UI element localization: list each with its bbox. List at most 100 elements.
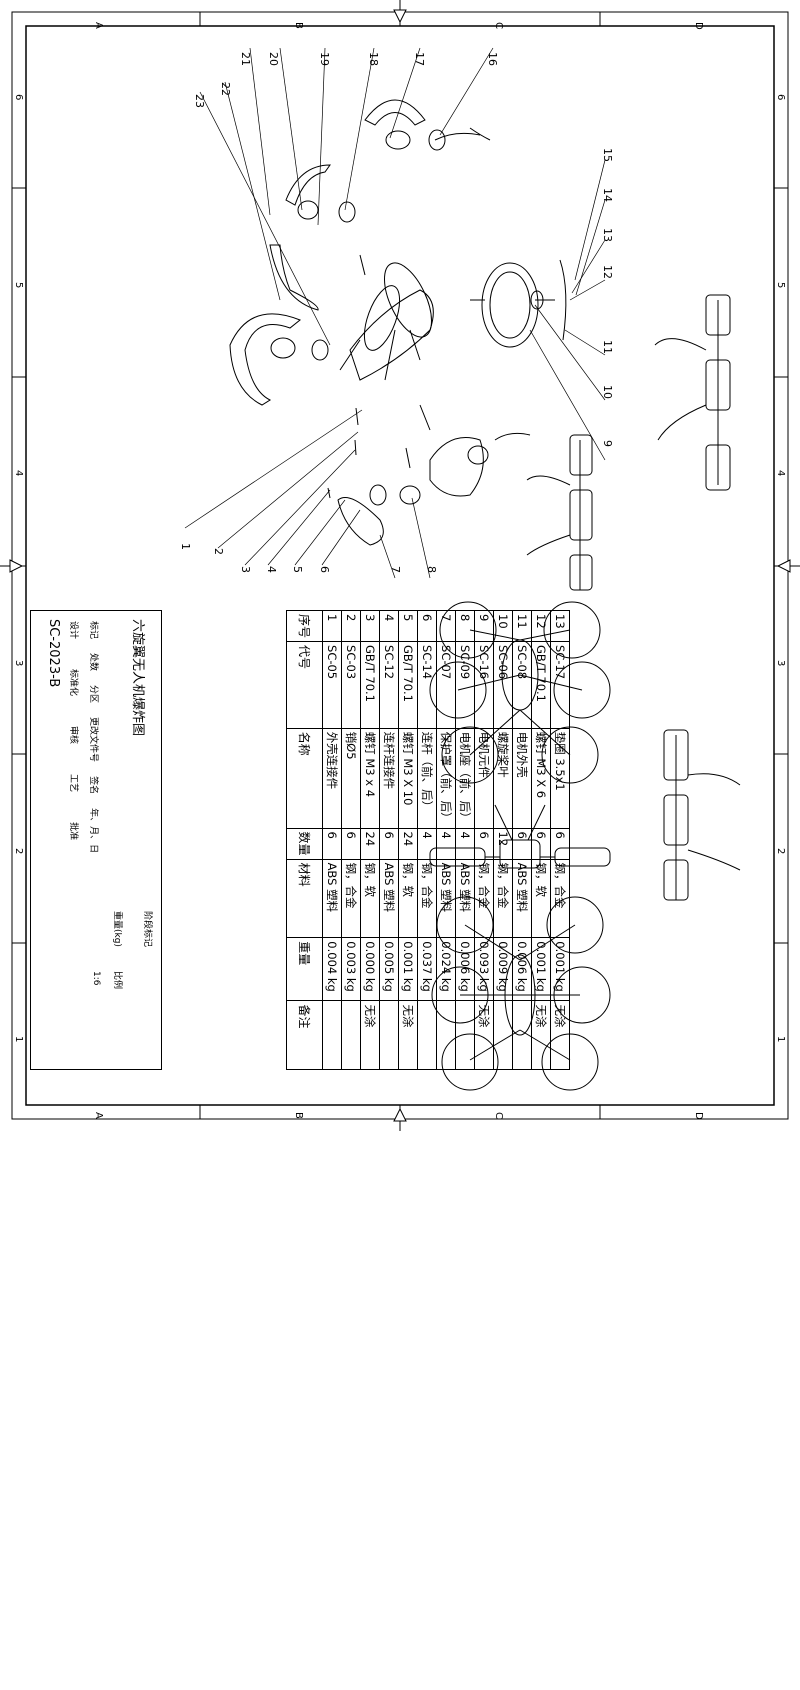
stage-label: 阶段标记 <box>142 911 152 948</box>
cell-code: SC-07 <box>436 641 456 729</box>
drawing-number: SC-2023-B <box>46 619 61 688</box>
callout-19: 19 <box>318 52 331 66</box>
cell-code: SC-17 <box>550 641 570 729</box>
callout-8: 8 <box>425 566 438 573</box>
cell-material: ABS 塑料 <box>379 859 399 938</box>
zone-ticks <box>12 12 788 1119</box>
front-view <box>429 804 611 869</box>
callout-18: 18 <box>367 52 380 66</box>
zone-number-right-5: 5 <box>775 282 786 288</box>
date-label: 年、月、日 <box>88 808 98 854</box>
cell-note <box>493 1000 513 1070</box>
cell-weight: 0.001 kg <box>550 937 570 1001</box>
cell-name: 保护罩（前、后） <box>436 728 456 829</box>
cell-qty: 24 <box>398 828 418 860</box>
header-code: 代号 <box>286 641 323 729</box>
callout-10: 10 <box>601 385 614 399</box>
callout-7: 7 <box>389 566 402 573</box>
cell-name: 电机座（前、后） <box>455 728 475 829</box>
scale-label: 比例 <box>112 971 122 990</box>
cell-code: GB/T 70.1 <box>360 641 380 729</box>
cell-name: 销Ø5 <box>341 728 361 829</box>
cell-name: 连杆连接件 <box>379 728 399 829</box>
cell-index: 8 <box>455 610 475 642</box>
cell-qty: 6 <box>322 828 342 860</box>
cell-material: 钢，合金 <box>550 859 570 938</box>
cell-name: 螺钉 M3 x 4 <box>360 728 380 829</box>
drawing-sheet: A B C D A B C D 6 5 4 3 2 1 6 5 4 3 2 1 <box>0 0 800 1131</box>
cell-name: 电机元件 <box>474 728 494 829</box>
callout-17: 17 <box>413 52 426 66</box>
zone-number-left-2: 2 <box>13 848 24 854</box>
cell-index: 5 <box>398 610 418 642</box>
zone-number-left-3: 3 <box>13 660 24 666</box>
cell-note <box>417 1000 437 1070</box>
cell-index: 9 <box>474 610 494 642</box>
drawing-title: 六旋翼无人机爆炸图 <box>130 619 145 737</box>
scale-value: 1:6 <box>91 971 101 986</box>
cell-qty: 6 <box>512 828 532 860</box>
cell-name: 电机外壳 <box>512 728 532 829</box>
cell-material: 钢，软 <box>360 859 380 938</box>
signature-row: 标记 处数 分区 更改文件号 签名 年、月、日 <box>88 621 101 853</box>
zone-letter-top-d: D <box>693 22 704 30</box>
zone-letter-bottom-a: A <box>93 1112 104 1119</box>
cell-index: 11 <box>512 610 532 642</box>
cell-material: 钢，合金 <box>341 859 361 938</box>
side-view-middle <box>526 434 593 591</box>
cell-name: 外壳连接件 <box>322 728 342 829</box>
cell-weight: 0.037 kg <box>417 937 437 1001</box>
cell-index: 7 <box>436 610 456 642</box>
callout-15: 15 <box>601 148 614 162</box>
cell-note <box>379 1000 399 1070</box>
cell-weight: 0.003 kg <box>341 937 361 1001</box>
cell-code: GB/T 70.1 <box>398 641 418 729</box>
cell-code: GB/T 70.1 <box>531 641 551 729</box>
callout-2: 2 <box>212 548 225 555</box>
cell-index: 2 <box>341 610 361 642</box>
cell-material: ABS 塑料 <box>512 859 532 938</box>
callout-4: 4 <box>265 566 278 573</box>
cell-material: ABS 塑料 <box>322 859 342 938</box>
cell-name: 连杆（前、后） <box>417 728 437 829</box>
cell-index: 13 <box>550 610 570 642</box>
cell-material: ABS 塑料 <box>455 859 475 938</box>
cell-note: 无涂 <box>474 1000 494 1070</box>
title-block: 六旋翼无人机爆炸图 SC-2023-B 阶段标记 重量(kg) 比例 1:6 标… <box>30 610 162 1070</box>
cell-material: 钢，软 <box>531 859 551 938</box>
zone-letter-top-b: B <box>293 22 304 29</box>
approval-row: 设计 标准化 审核 工艺 批准 <box>68 621 81 840</box>
callout-9: 9 <box>601 440 614 447</box>
cell-index: 12 <box>531 610 551 642</box>
zone-letter-bottom-d: D <box>693 1112 704 1120</box>
cell-note <box>512 1000 532 1070</box>
zone-number-left-6: 6 <box>13 94 24 100</box>
cell-material: 钢，合金 <box>493 859 513 938</box>
zone-number-left-4: 4 <box>13 470 24 476</box>
callout-13: 13 <box>601 228 614 242</box>
callout-16: 16 <box>486 52 499 66</box>
cell-weight: 0.001 kg <box>531 937 551 1001</box>
cell-code: SC-09 <box>455 641 475 729</box>
cell-index: 10 <box>493 610 513 642</box>
cell-name: 螺旋桨叶 <box>493 728 513 829</box>
zone-number-right-4: 4 <box>775 470 786 476</box>
centering-marks <box>0 0 800 1131</box>
cell-name: 螺钉 M3 X 10 <box>398 728 418 829</box>
weight-label: 重量(kg) <box>112 911 122 947</box>
callout-20: 20 <box>267 52 280 66</box>
review-label: 审核 <box>68 726 78 745</box>
cell-qty: 6 <box>379 828 399 860</box>
cell-qty: 12 <box>493 828 513 860</box>
cell-note <box>436 1000 456 1070</box>
cell-qty: 6 <box>474 828 494 860</box>
